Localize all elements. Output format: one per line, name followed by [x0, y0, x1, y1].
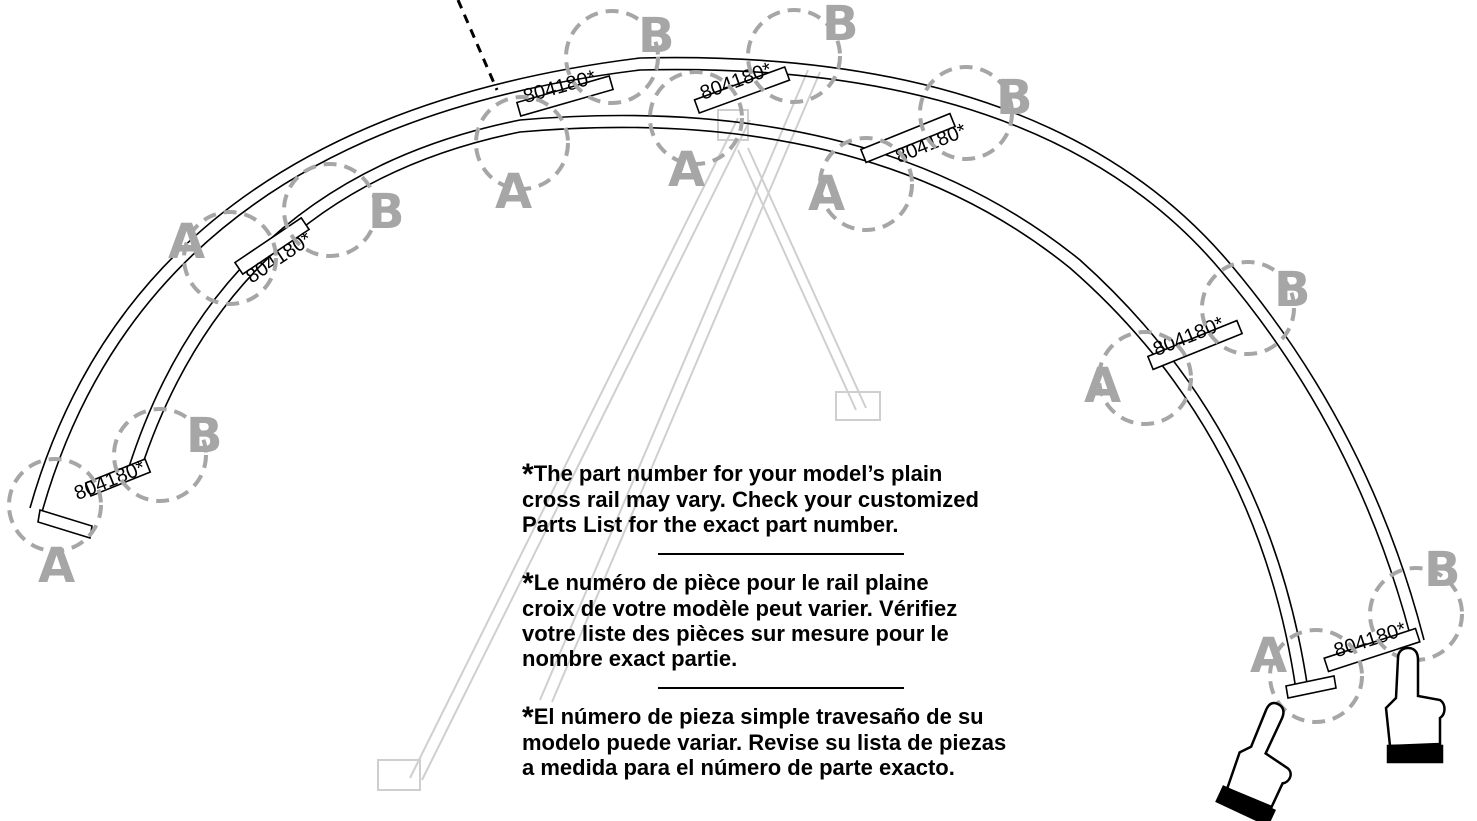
label-b-6: B: [1274, 262, 1311, 318]
callout-a-5: [818, 136, 914, 232]
label-a-3: A: [495, 164, 532, 220]
asterisk-marker: *: [522, 567, 534, 600]
callout-b-4: [746, 8, 842, 104]
label-b-2: B: [368, 184, 405, 240]
callout-circles: [7, 8, 1464, 724]
ghost-center-posts: [377, 69, 881, 791]
label-a-1: A: [38, 538, 75, 594]
part-number-label: 804180*: [71, 457, 149, 505]
callout-b-6: [1200, 260, 1296, 356]
cross-rail: 804180*: [859, 112, 970, 168]
left-base-fitting: [37, 508, 93, 540]
base-fittings: [37, 508, 1337, 699]
hand-pointer-icon: [1215, 701, 1292, 821]
asterisk-marker: *: [522, 701, 534, 734]
note-spanish: *El número de pieza simple travesaño de …: [522, 701, 1007, 781]
cross-rails: 804180* 804180* 804180* 804180* 804180* …: [71, 58, 1421, 673]
label-b-7: B: [1424, 542, 1461, 598]
label-a-6: A: [1084, 358, 1121, 414]
callout-a-1: [7, 457, 103, 553]
right-base-fitting: [1285, 675, 1337, 699]
outer-arch-2: [41, 68, 1413, 643]
note-divider: [658, 553, 904, 555]
callout-a-7: [1268, 628, 1364, 724]
label-b-4: B: [822, 0, 859, 52]
label-a-7: A: [1250, 628, 1287, 684]
callout-a-6: [1097, 330, 1193, 426]
cross-rail: 804180*: [1146, 313, 1244, 371]
hand-pointer-icon: [1384, 646, 1446, 764]
label-a-5: A: [808, 166, 845, 222]
outer-arch-1: [29, 56, 1425, 641]
callout-b-1: [112, 407, 208, 503]
callout-a-2: [182, 210, 278, 306]
callout-letters: A B A B A B A B A B A B A B: [38, 0, 1461, 684]
note-divider: [658, 687, 904, 689]
callout-b-5: [918, 65, 1014, 161]
label-b-1: B: [186, 408, 223, 464]
callout-a-4: [648, 70, 744, 166]
label-a-2: A: [168, 214, 205, 270]
callout-b-3: [564, 9, 660, 105]
label-b-3: B: [638, 8, 675, 64]
label-a-4: A: [668, 142, 705, 198]
leader-dashed-line: [456, 0, 499, 91]
asterisk-marker: *: [522, 458, 534, 491]
callout-a-3: [474, 95, 570, 191]
callout-b-2: [282, 162, 378, 258]
label-b-5: B: [996, 70, 1033, 126]
